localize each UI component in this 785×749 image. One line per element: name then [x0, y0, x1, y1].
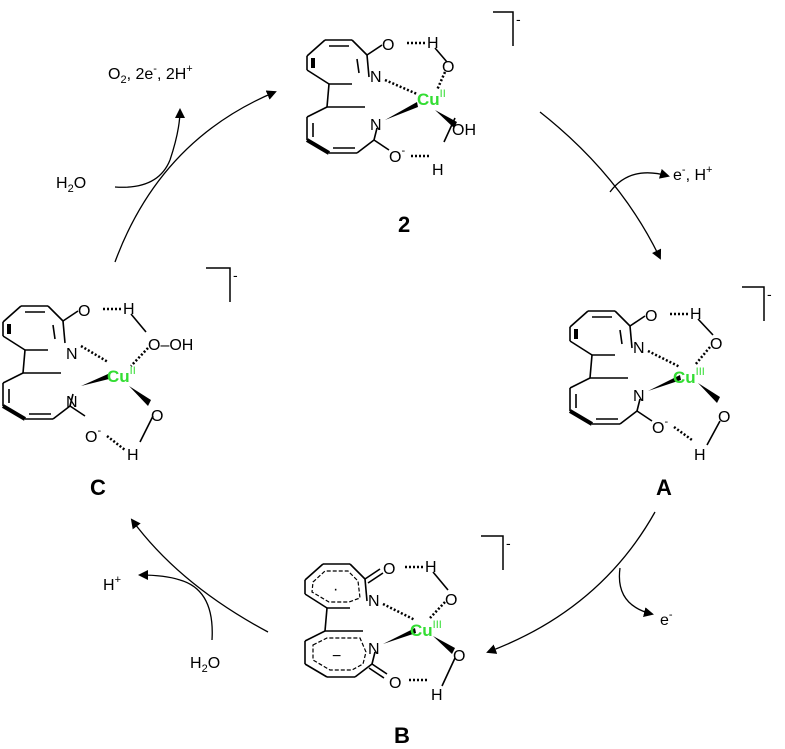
side-arrow-proton-out [138, 570, 181, 581]
cB-charge: - [506, 535, 511, 551]
arrow-B-to-C [130, 518, 269, 633]
cC-n1: N [66, 346, 78, 363]
cC-label: C [90, 475, 106, 500]
reagent-labels: O2, 2e-, 2H+ H2O e-, H+ e- H+ H2O [56, 63, 712, 675]
cC-h-top: H [123, 301, 135, 318]
cC-copper: CuII [107, 365, 136, 386]
c2-copper: CuII [417, 88, 446, 109]
side-arrow-water-in-top [114, 159, 171, 188]
c2-charge: - [516, 11, 521, 27]
cycle-arrows [114, 90, 670, 654]
cB-h-bottom: H [431, 687, 443, 704]
complex-C: O H O–OH N N CuII O O- H - C [1, 267, 238, 500]
side-arrow-o2-out [169, 108, 185, 161]
cA-o-bottom: O- [652, 416, 668, 437]
cC-o-ligand2: O [151, 408, 163, 425]
cA-label: A [656, 475, 672, 500]
cA-n2: N [633, 388, 645, 405]
cA-o-ligand1: O [710, 336, 722, 353]
label-proton-out: H+ [103, 574, 121, 594]
cC-o-bottom: O- [85, 425, 101, 446]
cB-label: B [394, 723, 410, 748]
cB-o-bottom: O [389, 675, 401, 692]
cA-h-bottom: H [694, 447, 706, 464]
label-water-in-top: H2O [56, 175, 86, 195]
side-arrow-water-in-bottom [179, 579, 213, 641]
side-arrow-e-h-out [609, 168, 670, 193]
side-arrow-e-out [618, 567, 654, 617]
complex-B: O H O N N · − CuIII O O H - B [304, 535, 511, 748]
cC-charge: - [233, 267, 238, 283]
c2-n2: N [370, 117, 382, 134]
arrow-A-to-B [486, 511, 656, 654]
c2-h-bottom: H [432, 162, 444, 179]
c2-o-top: O [382, 37, 394, 54]
cA-n1: N [633, 340, 645, 357]
complex-2: O H O N N CuII OH O- H - 2 [305, 11, 521, 237]
cC-o-top: O [78, 303, 90, 320]
cC-h-bottom: H [127, 447, 139, 464]
c2-n1: N [370, 69, 382, 86]
label-o2-release: O2, 2e-, 2H+ [108, 63, 193, 86]
label-e-out: e- [660, 609, 673, 629]
c2-o-bottom: O- [389, 145, 405, 166]
cA-o-ligand2: O [718, 409, 730, 426]
complex-A: O H O N N CuIII O O- H - A [568, 286, 772, 500]
cB-h-top: H [425, 559, 437, 576]
c2-label: 2 [398, 212, 410, 237]
cA-o-top: O [645, 308, 657, 325]
cB-radical-dot: · [333, 581, 338, 598]
cB-o-top: O [383, 561, 395, 578]
cB-anion-minus: − [332, 648, 341, 665]
cB-copper: CuIII [410, 619, 442, 640]
c2-oh: OH [452, 122, 476, 139]
cB-o-ligand2: O [453, 648, 465, 665]
label-water-in-bottom: H2O [190, 655, 220, 675]
cA-h-top: H [690, 306, 702, 323]
cB-n2: N [368, 641, 380, 658]
arrow-C-to-2 [114, 90, 277, 263]
cA-charge: - [767, 286, 772, 302]
cC-n2: N [66, 394, 78, 411]
cA-copper: CuIII [673, 366, 705, 387]
label-e-h-out: e-, H+ [673, 164, 712, 184]
c2-o-ligand: O [442, 59, 454, 76]
cB-o-ligand1: O [445, 592, 457, 609]
cC-hydroperoxo: O–OH [148, 337, 193, 354]
arrow-2-to-A [539, 111, 662, 260]
cB-n1: N [368, 593, 380, 610]
c2-h-top: H [427, 35, 439, 52]
